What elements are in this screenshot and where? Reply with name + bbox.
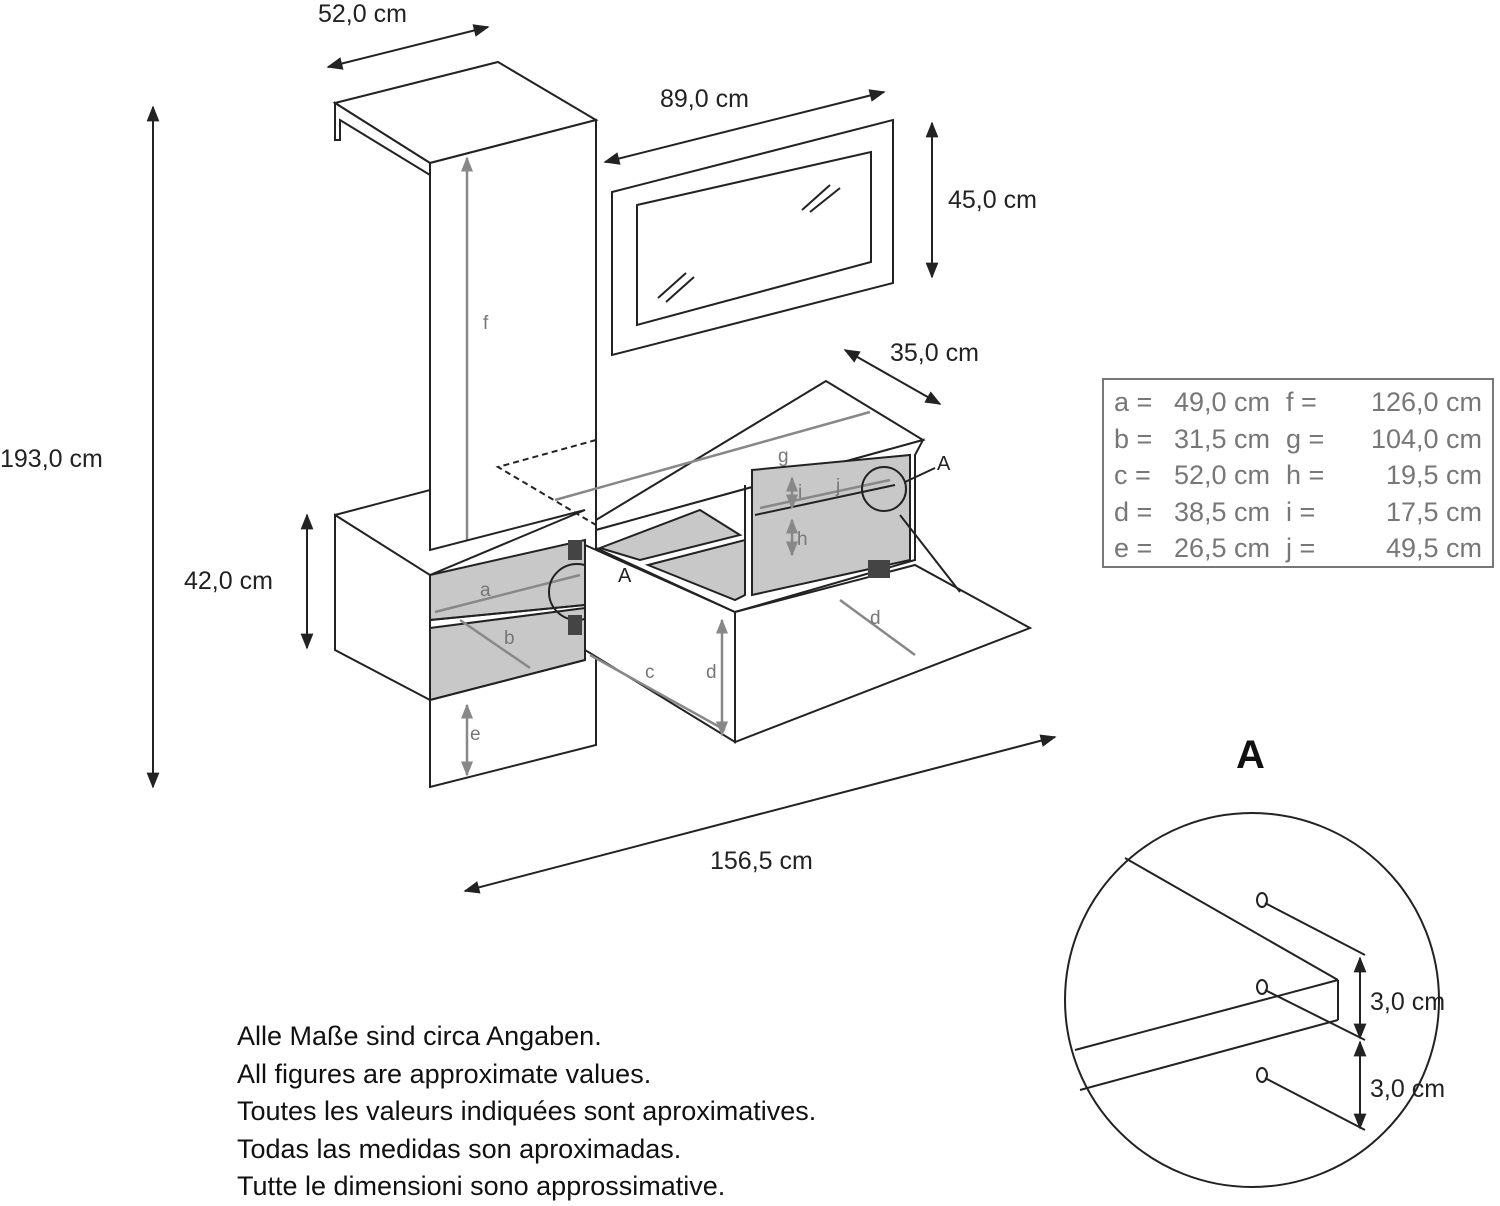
hinge-icon [868,560,890,578]
legend-row: d = 38,5 cm i = 17,5 cm [1114,494,1482,531]
legend-key: h = [1286,460,1325,490]
legend-value: 19,5 cm [1385,460,1482,490]
label-a: a [480,580,491,601]
legend-value: 17,5 cm [1385,496,1482,527]
hinge-icon [568,615,582,635]
legend-value: 31,5 cm [1173,423,1270,454]
detail-a-title: A [1236,733,1265,777]
legend-key: e = [1114,533,1153,563]
legend-value: 26,5 cm [1173,533,1270,563]
dim-total-height: 193,0 cm [0,445,103,473]
flap-stay [899,514,961,593]
label-g: g [778,446,789,467]
legend-value: 49,5 cm [1385,533,1482,563]
label-i: i [798,482,802,503]
legend-row: c = 52,0 cm h = 19,5 cm [1114,457,1482,494]
legend-value: 49,0 cm [1173,387,1270,417]
drill-hole-icon [1256,892,1268,908]
legend-key: g = [1286,423,1325,454]
label-e: e [470,724,481,745]
legend-value: 126,0 cm [1370,387,1482,417]
detail-a-view: 3,0 cm 3,0 cm [1064,812,1445,1188]
mirror [611,118,894,357]
legend-key: i = [1286,496,1316,527]
dim-column-depth: 52,0 cm [318,0,407,28]
dim-hole-spacing-top: 3,0 cm [1370,988,1445,1016]
label-h: h [797,529,808,550]
note-fr: Toutes les valeurs indiquées sont aproxi… [237,1096,817,1126]
label-detail-a-right: A [937,453,951,475]
note-de: Alle Maße sind circa Angaben. [237,1021,602,1051]
legend-key: b = [1114,423,1153,454]
dim-hole-spacing-bottom: 3,0 cm [1370,1075,1445,1103]
legend-row: b = 31,5 cm g = 104,0 cm [1114,421,1482,458]
label-f: f [483,313,489,334]
dim-mirror-height: 45,0 cm [948,186,1037,214]
dim-lowboard-depth: 35,0 cm [890,339,979,367]
legend-row: e = 26,5 cm j = 49,5 cm [1114,530,1482,567]
left-cabinet [334,488,619,777]
legend-row: a = 49,0 cm f = 126,0 cm [1114,384,1482,421]
legend-key: c = [1114,460,1151,490]
disclaimer-notes: Alle Maße sind circa Angaben. All figure… [237,1018,816,1206]
dim-cabinet-height: 42,0 cm [184,567,273,595]
label-j: j [835,476,840,497]
label-b: b [504,628,515,649]
label-c: c [645,662,655,683]
label-d-flap: d [870,608,881,629]
detail-a-marker-right [861,466,907,512]
drill-hole-icon [1256,979,1268,995]
label-detail-a-left: A [618,565,632,587]
dimension-legend: a = 49,0 cm f = 126,0 cm b = 31,5 cm g = 104,0… [1102,378,1494,568]
lowboard [495,379,1033,744]
legend-key: j = [1286,533,1316,563]
note-it: Tutte le dimensioni sono approssimative. [237,1171,726,1201]
note-en: All figures are approximate values. [237,1058,652,1089]
dim-mirror-width: 89,0 cm [660,85,749,113]
dim-total-width: 156,5 cm [710,847,813,875]
legend-key: d = [1114,496,1153,527]
legend-value: 104,0 cm [1370,423,1482,454]
note-es: Todas las medidas son aproximadas. [237,1133,682,1164]
hinge-icon [568,540,582,560]
legend-value: 38,5 cm [1173,496,1270,527]
drill-hole-icon [1256,1067,1268,1083]
legend-value: 52,0 cm [1173,460,1270,490]
legend-key: f = [1286,387,1317,417]
legend-key: a = [1114,387,1153,417]
label-d-door: d [706,662,717,683]
